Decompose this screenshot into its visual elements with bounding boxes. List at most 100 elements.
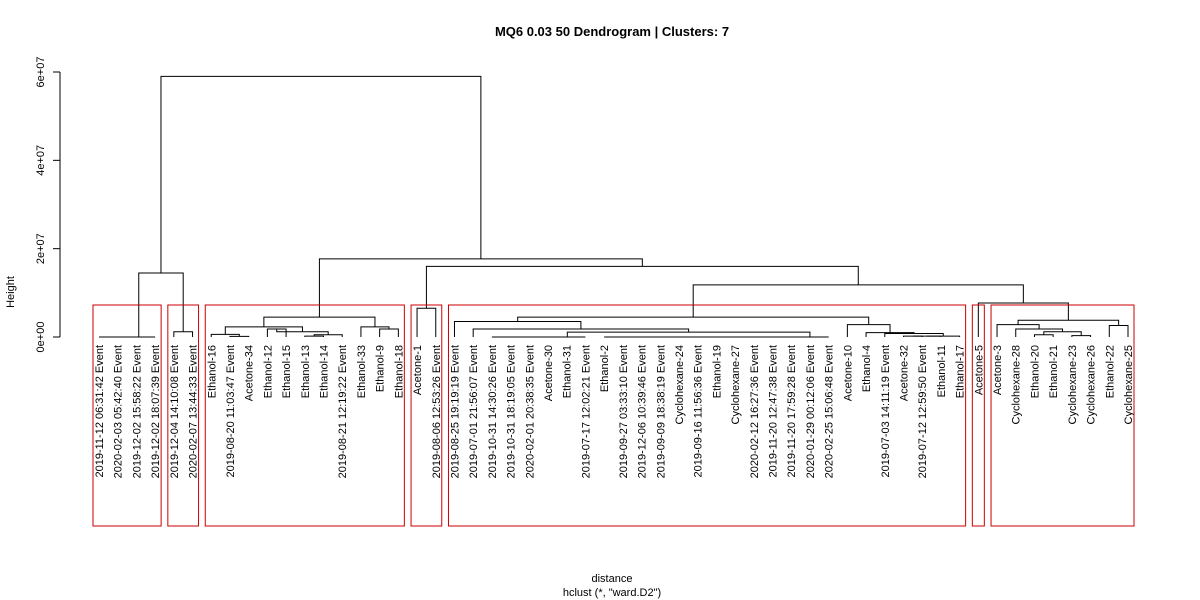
dendrogram-link (1017, 319, 1120, 326)
cluster-box (92, 304, 162, 527)
leaf-label: Ethanol-2 (599, 345, 611, 392)
leaf-label: Ethanol-13 (300, 345, 312, 398)
leaf-label: Acetone-10 (842, 345, 854, 401)
leaf-label: Ethanol-21 (1048, 345, 1060, 398)
dendrogram-link (224, 326, 303, 335)
dendrogram-link (425, 265, 859, 309)
cluster-box (204, 304, 405, 527)
cluster-boxes (92, 304, 1135, 527)
leaf-label: Cyclohexane-27 (730, 345, 742, 425)
leaf-label: Cyclohexane-28 (1011, 345, 1023, 425)
leaf-label: 2019-11-20 12:47:38 Event (768, 345, 780, 478)
leaf-label: Ethanol-17 (955, 345, 967, 398)
chart-title: MQ6 0.03 50 Dendrogram | Clusters: 7 (495, 24, 729, 39)
leaf-label: Cyclohexane-25 (1123, 345, 1135, 425)
dendrogram-link (1015, 328, 1064, 337)
y-tick-label: 2e+07 (35, 233, 47, 264)
leaf-label: Ethanol-20 (1029, 345, 1041, 398)
dendrogram-link (692, 284, 1024, 318)
leaf-label: Ethanol-14 (319, 345, 331, 398)
leaf-label: 2019-07-03 14:11:19 Event (880, 345, 892, 478)
leaf-label: Cyclohexane-24 (674, 345, 686, 425)
y-tick-label: 6e+07 (35, 57, 47, 88)
dendrogram-link (173, 331, 194, 337)
leaf-label: Acetone-1 (412, 345, 424, 395)
y-tick-label: 0e+00 (35, 322, 47, 353)
dendrogram-link (360, 326, 390, 337)
cluster-box (971, 304, 985, 527)
leaf-label: 2019-08-20 11:03:47 Event (225, 345, 237, 478)
leaf-label: Acetone-5 (973, 345, 985, 395)
cluster-box (167, 304, 200, 527)
leaf-label: 2020-02-07 13:44:33 Event (188, 345, 200, 478)
leaf-label: 2019-12-06 10:39:46 Event (637, 345, 649, 478)
cluster-box (990, 304, 1135, 527)
dendrogram-link (846, 324, 891, 337)
leaf-label: Ethanol-11 (936, 345, 948, 397)
leaf-label: Acetone-34 (244, 345, 256, 401)
y-axis: 0e+00 2e+07 4e+07 6e+07 (35, 57, 61, 353)
leaf-label: 2019-07-01 21:56:07 Event (468, 345, 480, 478)
leaf-label: Cyclohexane-26 (1086, 345, 1098, 425)
leaf-label: Ethanol-22 (1104, 345, 1116, 398)
dendrogram-link (318, 258, 643, 318)
leaf-label: 2020-02-01 20:38:35 Event (524, 345, 536, 478)
dendrogram-link (160, 75, 482, 273)
leaf-label: 2020-02-03 05:42:40 Event (113, 345, 125, 478)
y-tick-label: 4e+07 (35, 145, 47, 176)
leaf-label: 2019-12-02 18:07:39 Event (150, 345, 162, 478)
dendrogram-link (1071, 335, 1092, 337)
leaf-label: 2019-12-04 14:10:08 Event (169, 345, 181, 478)
dendrogram-links (99, 75, 1129, 338)
leaf-label: Ethanol-16 (206, 345, 218, 398)
dendrogram-link (977, 302, 1069, 337)
leaf-label: 2019-11-12 06:31:42 Event (94, 345, 106, 478)
dendrogram-link (517, 316, 870, 325)
leaf-label: Acetone-3 (992, 345, 1004, 395)
leaf-label: Acetone-30 (543, 345, 555, 401)
cluster-box (410, 304, 443, 527)
leaf-label: 2019-12-02 15:58:22 Event (131, 345, 143, 478)
leaf-label: 2019-09-16 11:56:36 Event (693, 345, 705, 478)
dendrogram-link (566, 331, 811, 337)
dendrogram-link (313, 334, 343, 337)
y-axis-label: Height (5, 276, 17, 308)
dendrogram-link (472, 328, 690, 337)
leaf-label: 2019-10-31 14:30:26 Event (487, 345, 499, 478)
leaf-label: Ethanol-4 (861, 345, 873, 392)
leaf-label: 2020-02-12 16:27:36 Event (749, 345, 761, 478)
leaf-label: 2019-07-12 12:59:50 Event (917, 345, 929, 478)
leaf-label: 2019-09-09 18:38:19 Event (655, 345, 667, 478)
dendrogram-link (884, 332, 944, 337)
x-axis-label: distance (592, 573, 633, 585)
leaf-label: 2020-02-25 15:06:48 Event (824, 345, 836, 478)
leaf-label: Ethanol-15 (281, 345, 293, 398)
leaf-label: 2019-08-25 19:19:19 Event (449, 345, 461, 478)
dendrogram-link (263, 316, 376, 327)
leaf-label: Ethanol-33 (356, 345, 368, 398)
leaf-label: Ethanol-19 (711, 345, 723, 398)
leaf-label: Ethanol-12 (262, 345, 274, 398)
dendrogram-link (1033, 334, 1054, 337)
dendrogram-link (416, 307, 437, 337)
leaf-label: 2019-07-17 12:02:21 Event (580, 345, 592, 478)
x-axis-sublabel: hclust (*, "ward.D2") (563, 587, 661, 599)
leaf-label: 2019-09-27 03:33:10 Event (618, 345, 630, 478)
leaf-label: Ethanol-31 (562, 345, 574, 398)
dendrogram-link (996, 324, 1040, 337)
leaf-label: 2020-01-29 00:12:06 Event (805, 345, 817, 478)
leaf-label: 2019-08-06 12:53:26 Event (431, 345, 443, 478)
leaf-label: Acetone-32 (898, 345, 910, 401)
leaf-label: Ethanol-18 (393, 345, 405, 398)
leaf-label: 2019-11-20 17:59:28 Event (786, 345, 798, 478)
dendrogram-link (379, 328, 399, 337)
leaf-label: 2019-10-31 18:19:05 Event (506, 345, 518, 478)
dendrogram-link (304, 335, 325, 337)
leaf-label: Cyclohexane-23 (1067, 345, 1079, 425)
dendrogram-link (1108, 325, 1129, 337)
leaf-label: 2019-08-21 12:19:22 Event (337, 345, 349, 478)
dendrogram-link (453, 321, 582, 337)
cluster-box (447, 304, 967, 527)
leaf-label: Ethanol-9 (375, 345, 387, 392)
